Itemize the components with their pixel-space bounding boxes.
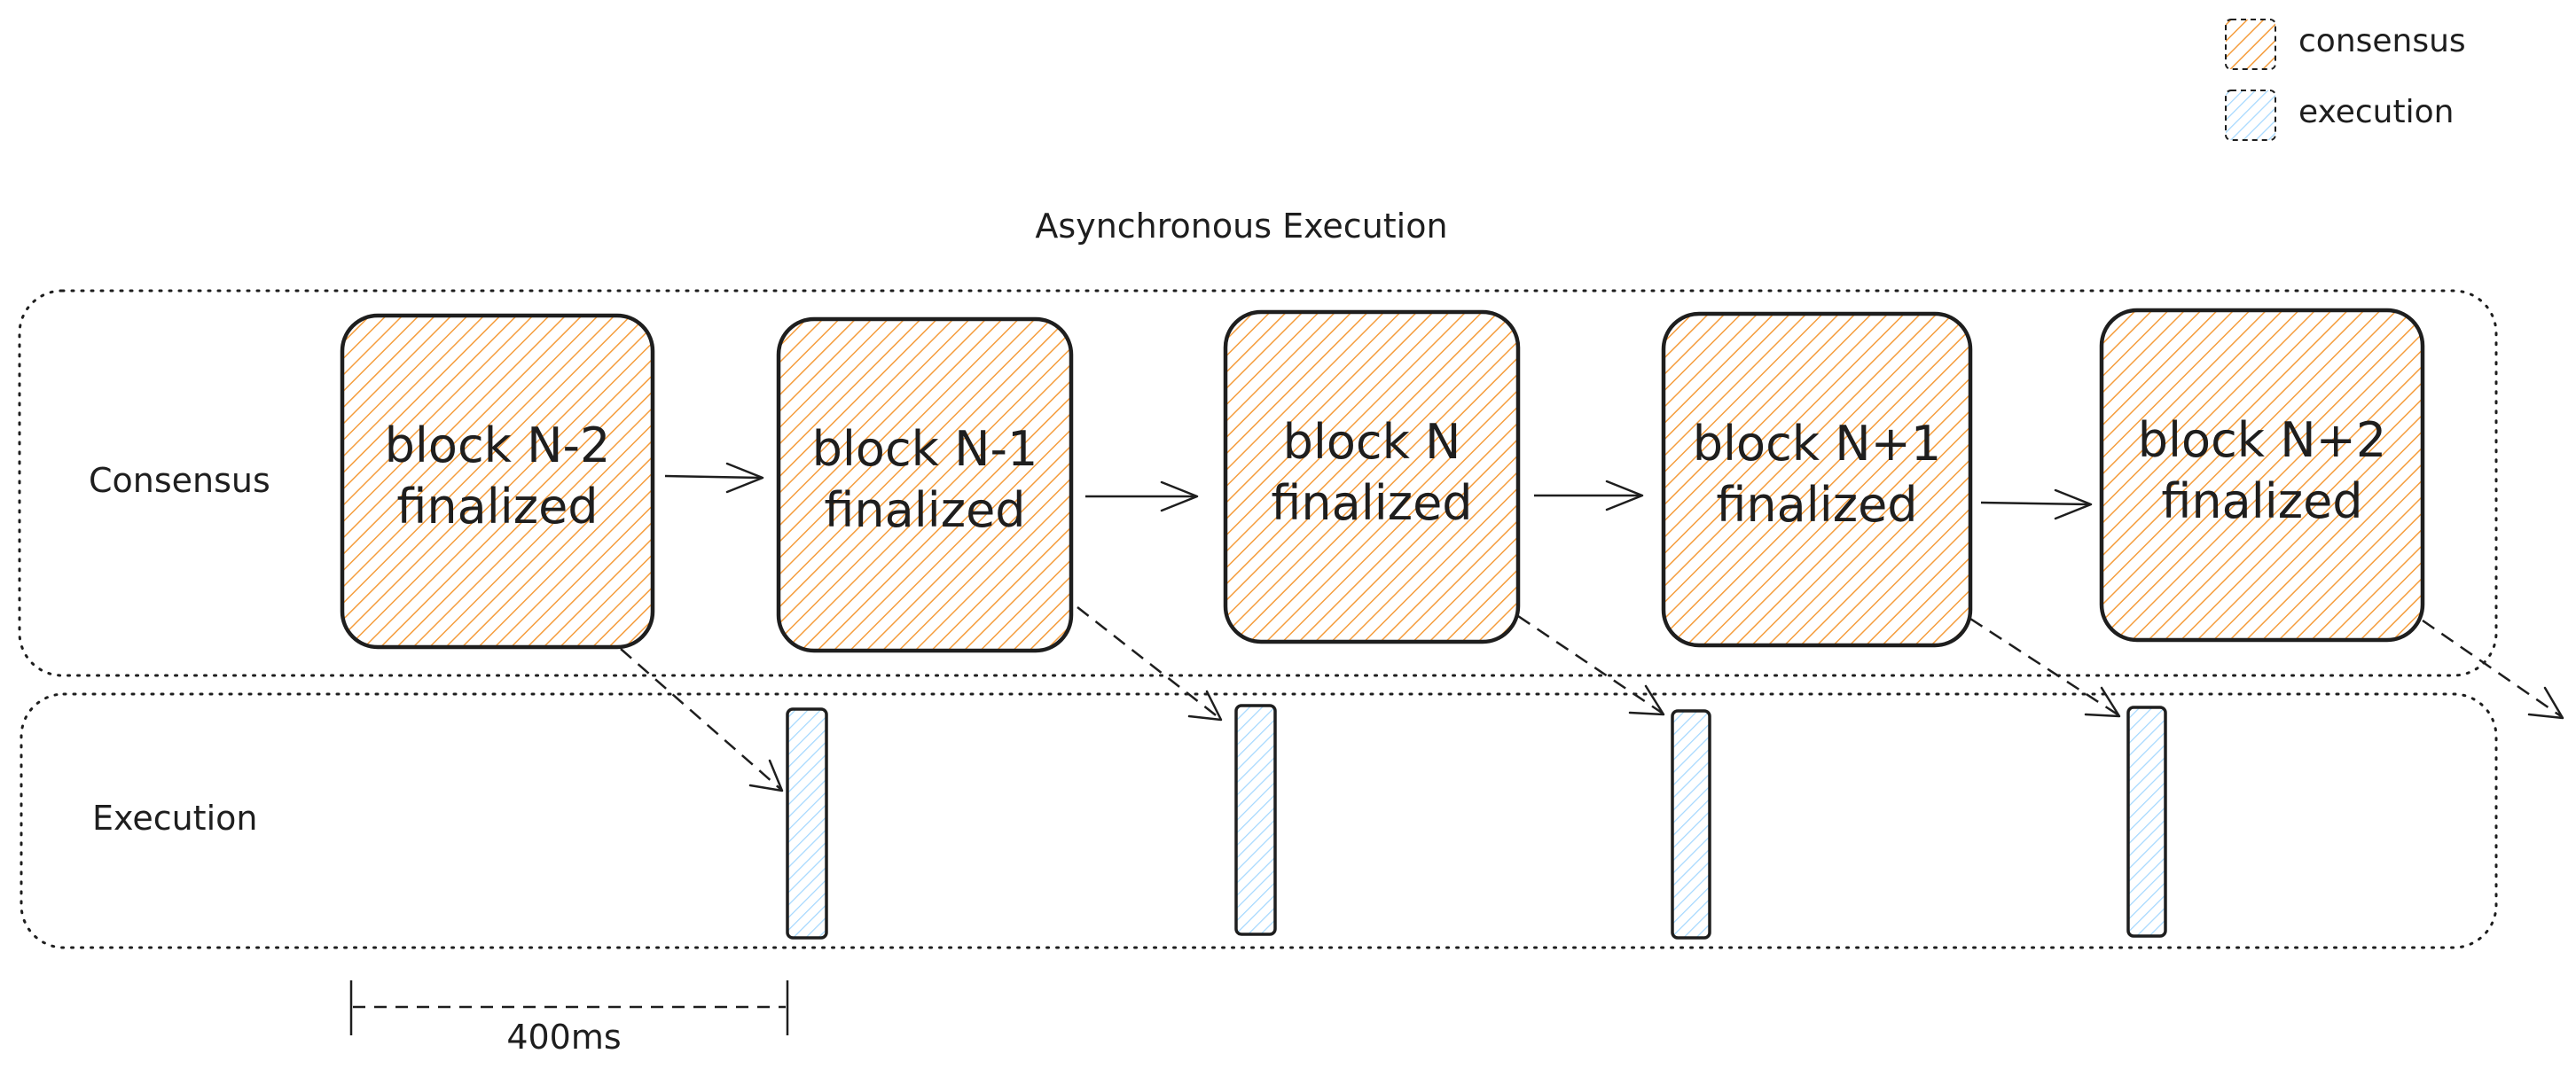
- execution-bar: [1671, 709, 1711, 940]
- dashed-arrow: [620, 648, 784, 792]
- block-status: finalized: [396, 479, 598, 535]
- arrow-block-to-block: [664, 462, 764, 494]
- block-title: block N+2: [2138, 412, 2386, 468]
- block-n-plus-2: block N+2 finalized: [2099, 308, 2425, 643]
- legend-item-execution: execution: [2225, 90, 2454, 141]
- timing-scale: 400ms: [349, 980, 789, 1057]
- block-status: finalized: [1271, 475, 1472, 531]
- block-box: [1661, 311, 1973, 648]
- dashed-arrow: [2422, 619, 2564, 720]
- block-box: [340, 313, 655, 650]
- execution-trigger-arrows: [620, 606, 2564, 792]
- execution-bar: [1234, 704, 1277, 936]
- execution-swatch: [2225, 90, 2276, 141]
- block-box: [2099, 308, 2425, 643]
- dashed-arrow: [1517, 614, 1665, 716]
- block-n-minus-1: block N-1 finalized: [776, 316, 1074, 653]
- block-title: block N+1: [1693, 416, 1941, 472]
- lane-label-consensus: Consensus: [89, 461, 270, 500]
- legend-item-consensus: consensus: [2225, 19, 2466, 70]
- arrow-block-to-block: [1085, 480, 1199, 512]
- execution-bar: [786, 707, 828, 940]
- block-n: block N finalized: [1223, 309, 1521, 644]
- legend: consensus execution: [2225, 19, 2466, 141]
- consensus-swatch: [2225, 19, 2276, 70]
- block-title: block N: [1283, 414, 1461, 470]
- diagram-title: Asynchronous Execution: [1035, 207, 1447, 246]
- execution-bars: [786, 704, 2167, 940]
- block-n-minus-2: block N-2 finalized: [340, 313, 655, 650]
- scale-label: 400ms: [506, 1018, 621, 1057]
- block-title: block N-2: [385, 418, 611, 473]
- consensus-arrows: [664, 462, 2093, 520]
- execution-bar: [2126, 706, 2167, 938]
- block-box: [776, 316, 1074, 653]
- arrow-block-to-block: [1980, 488, 2093, 520]
- arrow-block-to-block: [1534, 480, 1644, 511]
- dashed-arrow: [1077, 606, 1223, 722]
- legend-label-consensus: consensus: [2298, 23, 2466, 59]
- block-box: [1223, 309, 1521, 644]
- lane-label-execution: Execution: [92, 799, 257, 838]
- block-status: finalized: [2161, 473, 2362, 529]
- dashed-arrow: [1969, 617, 2121, 718]
- block-n-plus-1: block N+1 finalized: [1661, 311, 1973, 648]
- block-status: finalized: [824, 482, 1025, 538]
- consensus-lane: [18, 289, 2498, 677]
- block-title: block N-1: [812, 421, 1038, 477]
- block-status: finalized: [1716, 477, 1917, 533]
- legend-label-execution: execution: [2298, 94, 2454, 130]
